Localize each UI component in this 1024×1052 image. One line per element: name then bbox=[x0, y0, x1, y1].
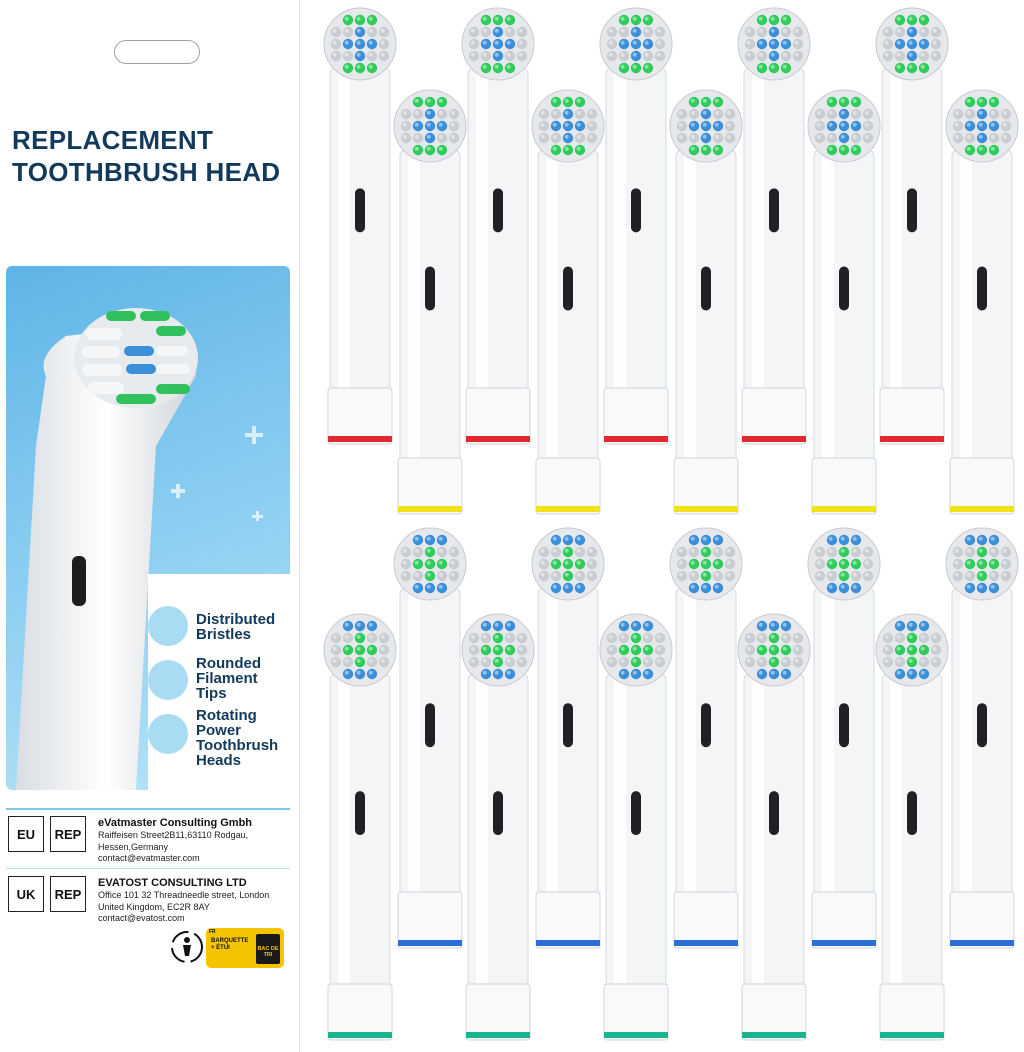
hang-hole bbox=[114, 40, 200, 64]
rounded-tips-icon bbox=[148, 660, 188, 700]
triman-sorting-label: FR BARQUETTE + ÉTUI BAC DE TRI bbox=[206, 928, 284, 968]
brush-head-top-front-1 bbox=[393, 89, 467, 515]
divider-middle bbox=[6, 868, 290, 869]
bristle-bundle bbox=[82, 311, 190, 404]
brush-head-top-back-4 bbox=[737, 7, 811, 445]
eu-code-box: EU bbox=[8, 816, 44, 852]
brush-head-top-back-5 bbox=[875, 7, 949, 445]
brush-heads-photo bbox=[323, 7, 1019, 1041]
uk-rep-box: REP bbox=[50, 876, 86, 912]
brush-head-bottom-front-1 bbox=[323, 613, 397, 1041]
sparkle-icons bbox=[171, 426, 263, 521]
brush-head-top-back-3 bbox=[599, 7, 673, 445]
brush-head-closeup bbox=[16, 308, 263, 790]
stem-window bbox=[72, 556, 86, 606]
uk-rep-address: EVATOST CONSULTING LTD Office 101 32 Thr… bbox=[98, 877, 270, 923]
hero-illustration bbox=[6, 266, 290, 790]
title-line-2: TOOTHBRUSH HEAD bbox=[12, 157, 281, 187]
recycle-person-icon bbox=[171, 931, 203, 963]
brush-head-bottom-front-3 bbox=[599, 613, 673, 1041]
rotating-brush-icon bbox=[148, 714, 188, 754]
uk-code-box: UK bbox=[8, 876, 44, 912]
brush-head-bottom-front-2 bbox=[461, 613, 535, 1041]
brush-head-bottom-back-2 bbox=[531, 527, 605, 949]
brush-head-top-back-2 bbox=[461, 7, 535, 445]
eu-rep-address: eVatmaster Consulting Gmbh Raiffeisen St… bbox=[98, 817, 253, 863]
brush-head-bottom-back-4 bbox=[807, 527, 881, 949]
brush-head-bottom-back-1 bbox=[393, 527, 467, 949]
title-line-1: REPLACEMENT bbox=[12, 125, 214, 155]
product-package-card: REPLACEMENT TOOTHBRUSH HEAD bbox=[0, 0, 300, 1052]
eu-rep-box: REP bbox=[50, 816, 86, 852]
brush-head-top-front-4 bbox=[807, 89, 881, 515]
brush-head-bottom-front-5 bbox=[875, 613, 949, 1041]
brush-head-top-front-3 bbox=[669, 89, 743, 515]
bristles-icon bbox=[148, 606, 188, 646]
brush-head-bottom-back-3 bbox=[669, 527, 743, 949]
brush-head-top-front-2 bbox=[531, 89, 605, 515]
brush-head-top-back-1 bbox=[323, 7, 397, 445]
divider-top bbox=[6, 808, 290, 810]
package-title: REPLACEMENT TOOTHBRUSH HEAD bbox=[12, 124, 292, 188]
brush-head-top-front-5 bbox=[945, 89, 1019, 515]
brush-head-bottom-front-4 bbox=[737, 613, 811, 1041]
recycling-bin-icon: BAC DE TRI bbox=[256, 934, 280, 964]
brush-head-bottom-back-5 bbox=[945, 527, 1019, 949]
